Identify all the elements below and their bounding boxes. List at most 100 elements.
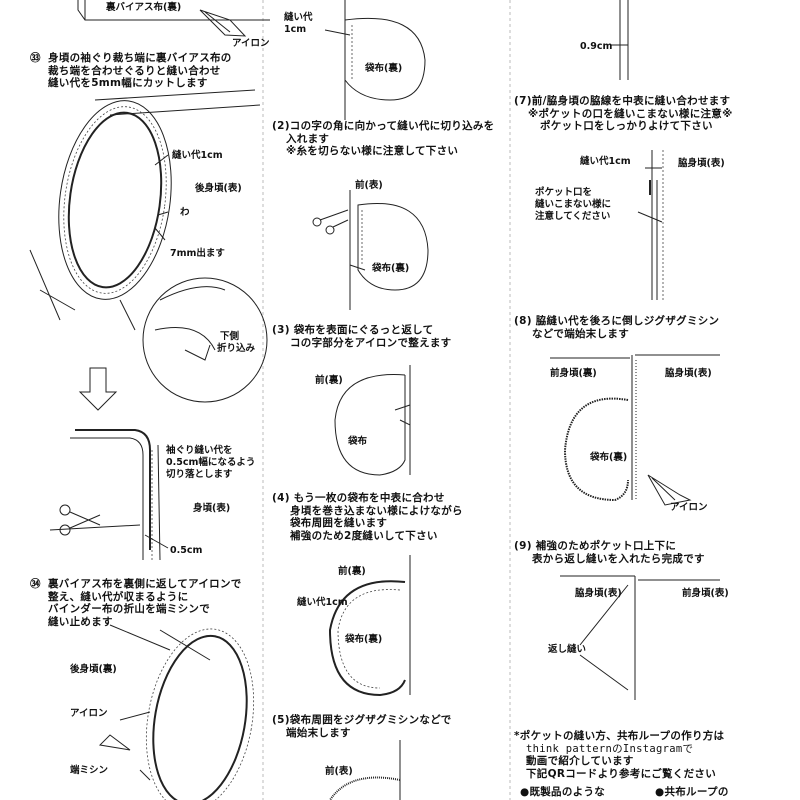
step-9-text: (9) 補強のためポケット口上下に 表から返し縫いを入れたら完成です: [514, 540, 705, 565]
scissors-icon: [59, 504, 101, 536]
step-7-line: ポケット口をしっかりよけて下さい: [540, 120, 713, 132]
label-front-body-back: 前身頃(裏): [550, 368, 597, 379]
trim-note: 0.5cm幅になるよう: [166, 457, 256, 468]
label-iron: アイロン: [670, 502, 708, 513]
step-3-line: コの字部分をアイロンで整えます: [290, 336, 452, 349]
bullet-fabric-loop: ●共布ループの: [655, 786, 729, 798]
scissors-icon: [312, 209, 349, 235]
label-seam: 縫い代: [284, 12, 313, 23]
label-binding-fabric: 裏バイアス布(裏): [105, 2, 183, 13]
backstitch-drawing: [560, 575, 720, 700]
step-33-number: ㉝: [30, 52, 41, 64]
step-3-text: (3) 袋布を表面にぐるっと返して コの字部分をアイロンで整えます: [272, 324, 451, 349]
label-fold-under: 折り込み: [217, 343, 256, 354]
step-9-line: (9) 補強のためポケット口上下に: [514, 540, 677, 552]
step-34-number: ㉞: [30, 578, 41, 590]
step-34-line: 整え、縫い代が収まるように: [48, 590, 189, 603]
label-0-5cm: 0.5cm: [170, 545, 203, 556]
pocket-drawing-2: [349, 190, 429, 310]
label-back-body-front: 後身頃(表): [195, 183, 242, 194]
seam-drawing-top: [610, 0, 629, 80]
trim-drawing: [49, 429, 169, 561]
instagram-note: *ポケットの縫い方、共布ループの作り方は think patternのInsta…: [514, 730, 724, 780]
pocket-drawing-5: [329, 740, 401, 800]
trim-note: 切り落とします: [166, 469, 233, 480]
label-front-face: 前(表): [325, 766, 353, 777]
label-back-body-back: 後身頃(裏): [70, 664, 117, 675]
step-33-line: 身頃の袖ぐり裁ち端に裏バイアス布の: [48, 52, 232, 64]
label-edge-stitch: 端ミシン: [70, 765, 109, 776]
label-pocket-back: 袋布(裏): [345, 634, 383, 645]
label-seam-1cm: 縫い代1cm: [172, 150, 223, 161]
step-2-line: ※糸を切らない様に注意して下さい: [286, 145, 459, 157]
iron-icon: [199, 9, 247, 37]
step-9-line: 表から返し縫いを入れたら完成です: [532, 552, 705, 565]
label-front-body-front: 前身頃(表): [682, 588, 729, 599]
pocket-drawing-1: [324, 0, 426, 120]
step-5-text: (5)袋布周囲をジグザグミシンなどで 端始末します: [272, 714, 452, 739]
pocket-caution: 縫いこまない様に: [535, 199, 612, 210]
label-pocket: 袋布: [348, 436, 368, 447]
label-pocket-back: 袋布(裏): [365, 63, 403, 74]
label-fold-under: 下側: [220, 331, 240, 342]
down-arrow-icon: [78, 367, 118, 411]
pocket-drawing-3: [334, 365, 411, 476]
label-seam-1cm: 縫い代1cm: [580, 156, 631, 167]
note-line: *ポケットの縫い方、共布ループの作り方は: [514, 730, 725, 742]
binding-fabric-drawing: [77, 0, 270, 21]
bullet-ready-made: ●既製品のような: [520, 786, 606, 798]
step-4-text: (4) もう一枚の袋布を中表に合わせ 身頃を巻き込まない様によけながら 袋布周囲…: [272, 492, 463, 542]
step-7-text: (7)前/脇身頃の脇線を中表に縫い合わせます ※ポケットの口を縫いこまない様に注…: [514, 95, 733, 133]
side-seam-drawing: [637, 150, 664, 300]
label-side-body-front: 脇身頃(表): [575, 588, 622, 599]
step-33-line: 裁ち端を合わせぐるりと縫い合わせ: [48, 64, 221, 77]
step-33-text: 身頃の袖ぐり裁ち端に裏バイアス布の 裁ち端を合わせぐるりと縫い合わせ 縫い代を5…: [48, 52, 232, 90]
armhole-drawing: [29, 89, 268, 403]
note-line: think patternのInstagramで: [526, 742, 694, 755]
step-3-line: (3) 袋布を表面にぐるっと返して: [272, 324, 434, 336]
label-0-9cm: 0.9cm: [580, 41, 613, 52]
label-7mm: 7mm出ます: [170, 248, 225, 259]
pocket-drawing-4: [328, 555, 411, 697]
step-4-line: 袋布周囲を縫います: [290, 517, 388, 529]
step-2-line: 入れます: [286, 132, 330, 145]
label-body-front: 身頃(表): [193, 503, 231, 514]
step-7-line: (7)前/脇身頃の脇線を中表に縫い合わせます: [514, 95, 731, 107]
label-fold: わ: [180, 207, 190, 218]
label-side-body-front: 脇身頃(表): [678, 158, 725, 169]
step-2-text: (2)コの字の角に向かって縫い代に切り込みを 入れます ※糸を切らない様に注意し…: [272, 120, 494, 158]
side-seam-finish-drawing: [550, 354, 720, 502]
step-5-line: (5)袋布周囲をジグザグミシンなどで: [272, 714, 452, 726]
label-iron: アイロン: [70, 708, 108, 719]
step-33-line: 縫い代を5mm幅にカットします: [48, 77, 208, 89]
step-34-line: 裏バイアス布を裏側に返してアイロンで: [48, 578, 242, 590]
label-backstitch: 返し縫い: [548, 644, 587, 655]
label-front-back: 前(裏): [315, 375, 343, 386]
trim-note: 袖ぐり縫い代を: [166, 445, 233, 456]
step-2-line: (2)コの字の角に向かって縫い代に切り込みを: [272, 120, 495, 132]
step-4-line: 身頃を巻き込まない様によけながら: [290, 504, 463, 517]
step-8-line: などで端始末します: [532, 327, 629, 340]
label-seam: 1cm: [284, 24, 307, 35]
label-pocket-back: 袋布(裏): [372, 263, 410, 274]
step-7-line: ※ポケットの口を縫いこまない様に注意※: [528, 107, 733, 120]
label-front-face: 前(表): [355, 180, 383, 191]
step-34-line: バインダー布の折山を端ミシンで: [48, 603, 210, 615]
iron-icon: [647, 474, 692, 506]
step-4-line: 補強のため2度縫いして下さい: [290, 529, 438, 542]
label-front-back: 前(裏): [338, 566, 366, 577]
label-iron: アイロン: [232, 38, 270, 49]
step-5-line: 端始末します: [286, 726, 351, 739]
step-8-text: (8) 脇縫い代を後ろに倒しジグザグミシン などで端始末します: [514, 315, 719, 340]
label-side-body: 脇身頃(表): [665, 368, 712, 379]
pocket-caution: ポケット口を: [535, 187, 593, 198]
note-line: 下記QRコードより参考にご覧ください: [526, 767, 716, 780]
label-seam-1cm: 縫い代1cm: [297, 597, 348, 608]
step-34-line: 縫い止めます: [48, 615, 113, 628]
step-4-line: (4) もう一枚の袋布を中表に合わせ: [272, 492, 445, 504]
binding-finish-drawing: [98, 624, 255, 800]
note-line: 動画で紹介しています: [526, 755, 634, 767]
pocket-caution: 注意してください: [535, 211, 611, 222]
label-pocket-back: 袋布(裏): [590, 452, 628, 463]
